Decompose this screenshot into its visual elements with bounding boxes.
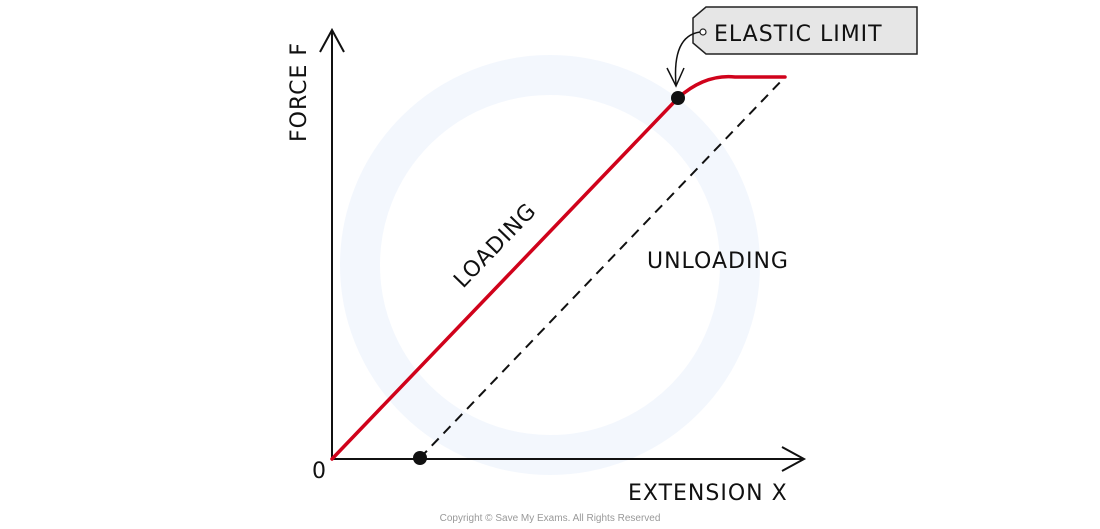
loading-label: LOADING <box>449 199 542 294</box>
elastic-limit-tag: ELASTIC LIMIT <box>666 6 918 88</box>
unloading-line <box>419 76 786 459</box>
watermark-logo <box>340 55 760 475</box>
copyright-text: Copyright © Save My Exams. All Rights Re… <box>440 513 661 524</box>
y-axis <box>319 27 345 460</box>
x-axis <box>332 446 807 472</box>
permanent-extension-point <box>413 451 427 465</box>
y-axis-label: FORCE F <box>287 42 312 142</box>
elastic-limit-label: ELASTIC LIMIT <box>714 22 883 47</box>
elastic-limit-point <box>671 91 685 105</box>
arrow-icon <box>674 31 701 86</box>
origin-label: 0 <box>312 459 327 484</box>
x-axis-label: EXTENSION X <box>628 481 788 506</box>
unloading-label: UNLOADING <box>647 249 789 274</box>
